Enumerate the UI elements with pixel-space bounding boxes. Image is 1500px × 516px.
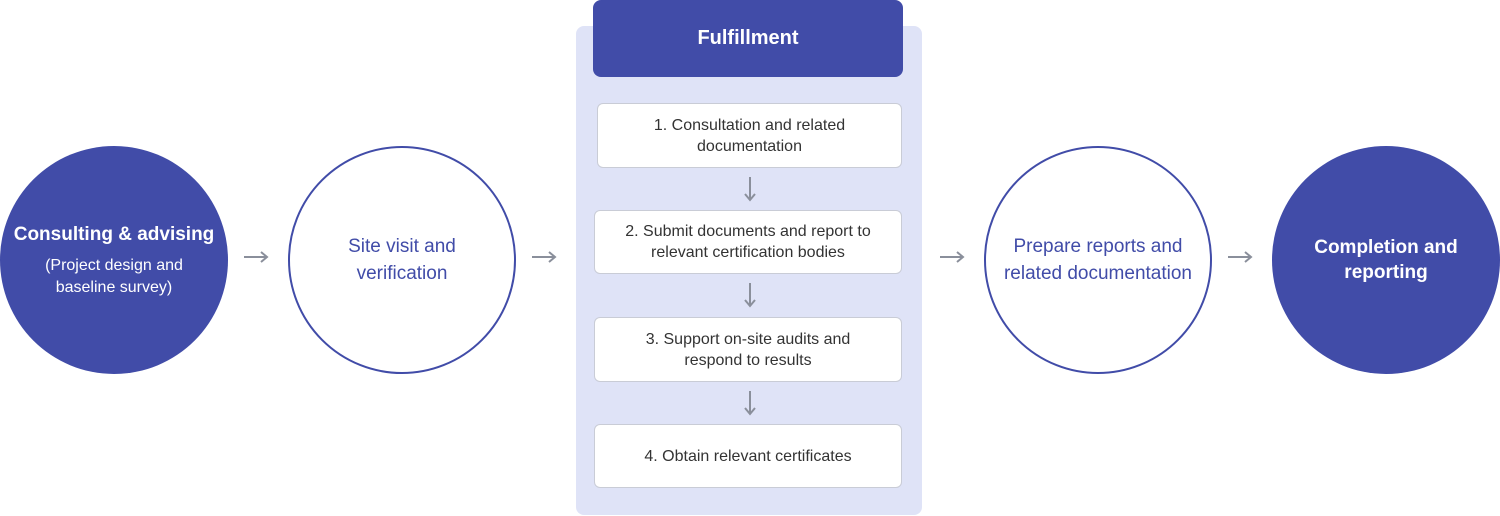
fulfillment-step-1: 1. Consultation and related documentatio… <box>597 103 902 168</box>
stage-prepare-reports-title: Prepare reports and related documentatio… <box>1003 236 1192 284</box>
arrow-down-icon <box>744 391 756 416</box>
arrow-right-icon <box>244 251 269 263</box>
fulfillment-step-3: 3. Support on-site audits and respond to… <box>594 317 902 382</box>
stage-consulting-title: Consulting & advising <box>13 223 215 245</box>
fulfillment-title: Fulfillment <box>697 27 799 49</box>
stage-consulting-circle: Consulting & advising (Project design an… <box>0 146 228 374</box>
stage-completion-circle: Completion and reporting <box>1272 146 1500 374</box>
stage-site-visit-title: Site visit and verification <box>348 236 456 284</box>
fulfillment-step-4: 4. Obtain relevant certificates <box>594 424 902 488</box>
arrow-down-icon <box>744 283 756 308</box>
stage-prepare-reports-circle: Prepare reports and related documentatio… <box>984 146 1212 374</box>
arrow-right-icon <box>1228 251 1253 263</box>
stage-consulting-subtitle: (Project design and baseline survey) <box>45 256 183 296</box>
fulfillment-step-2: 2. Submit documents and report to releva… <box>594 210 902 274</box>
stage-completion-title: Completion and reporting <box>1314 237 1458 283</box>
arrow-right-icon <box>940 251 965 263</box>
arrow-right-icon <box>532 251 557 263</box>
arrow-down-icon <box>744 177 756 202</box>
stage-site-visit-circle: Site visit and verification <box>288 146 516 374</box>
fulfillment-header: Fulfillment <box>593 0 903 77</box>
